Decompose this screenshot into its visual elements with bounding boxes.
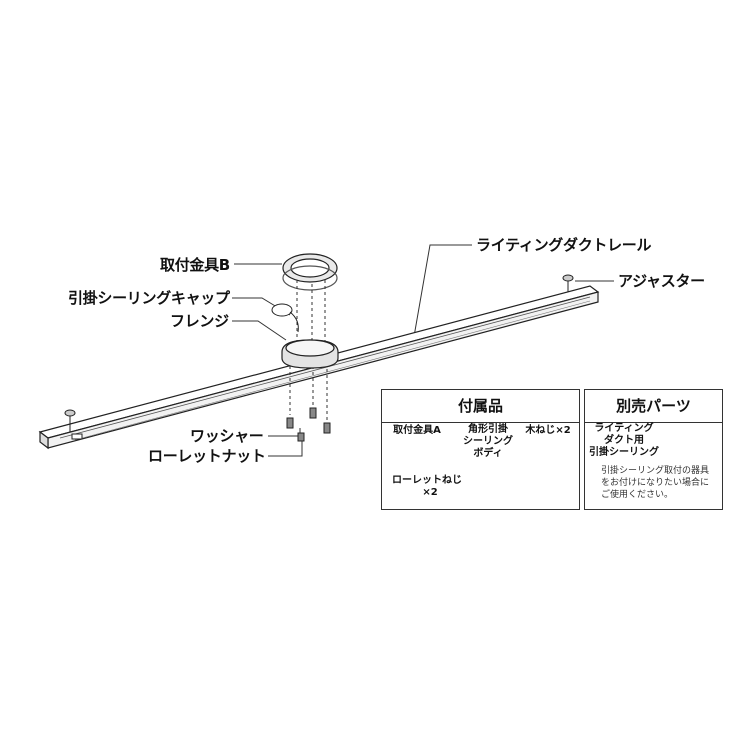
leader-rail bbox=[411, 244, 472, 349]
adjuster-left bbox=[64, 409, 76, 432]
sold-separately-box: 別売パーツ bbox=[584, 389, 723, 510]
label-washer: ワッシャー bbox=[190, 427, 264, 445]
leader-washer bbox=[268, 428, 301, 437]
sold-note-line3: ご使用ください。 bbox=[601, 490, 674, 500]
washers-and-nuts bbox=[286, 407, 331, 442]
leader-flange bbox=[232, 320, 287, 341]
label-knurled-nut: ローレットナット bbox=[148, 447, 266, 465]
accessory-bracket-a: 取付金具A bbox=[393, 425, 441, 436]
adjuster-right bbox=[562, 274, 574, 292]
leader-knurled-nut bbox=[268, 440, 303, 457]
accessories-box: 付属品 bbox=[381, 389, 580, 510]
accessories-title: 付属品 bbox=[382, 390, 579, 423]
rail-end-cap bbox=[71, 433, 83, 440]
accessory-square-body-line3: ボディ bbox=[473, 448, 503, 459]
accessory-square-body-line2: シーリング bbox=[463, 436, 513, 447]
accessory-knurled-screw-line1: ローレットねじ bbox=[392, 475, 462, 486]
label-flange: フレンジ bbox=[170, 312, 229, 330]
accessory-knurled-screw-line2: ×2 bbox=[422, 487, 438, 498]
sold-separately-title: 別売パーツ bbox=[585, 390, 722, 423]
bracket-b bbox=[282, 253, 338, 291]
sold-item-line2: ダクト用 bbox=[604, 435, 644, 446]
sold-item-line3: 引掛シーリング bbox=[589, 447, 659, 458]
sold-item-line1: ライティング bbox=[594, 423, 654, 434]
sold-note-line2: をお付けになりたい場合に bbox=[601, 478, 710, 488]
flange bbox=[281, 339, 339, 369]
accessory-square-body-line1: 角形引掛 bbox=[468, 424, 508, 435]
label-bracket-b: 取付金具B bbox=[160, 256, 230, 274]
sold-note-line1: 引掛シーリング取付の器具 bbox=[601, 466, 710, 476]
label-adjuster: アジャスター bbox=[618, 272, 705, 290]
ceiling-cap bbox=[271, 303, 299, 333]
accessory-wood-screw: 木ねじ×2 bbox=[525, 425, 571, 436]
label-rail: ライティングダクトレール bbox=[476, 236, 652, 254]
label-ceiling-cap: 引掛シーリングキャップ bbox=[68, 289, 230, 307]
